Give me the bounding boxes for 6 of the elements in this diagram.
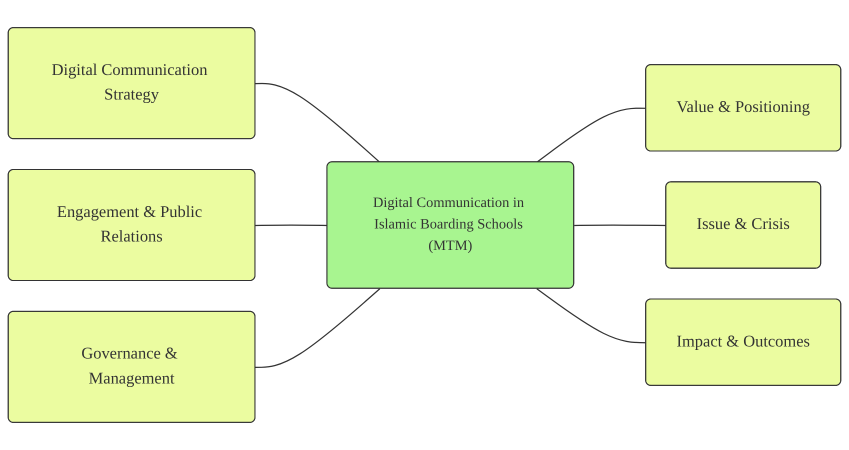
connector <box>574 224 666 226</box>
connector <box>255 224 328 226</box>
connector <box>536 288 646 344</box>
connector <box>536 108 646 163</box>
connector <box>255 82 380 163</box>
connector <box>255 288 380 368</box>
